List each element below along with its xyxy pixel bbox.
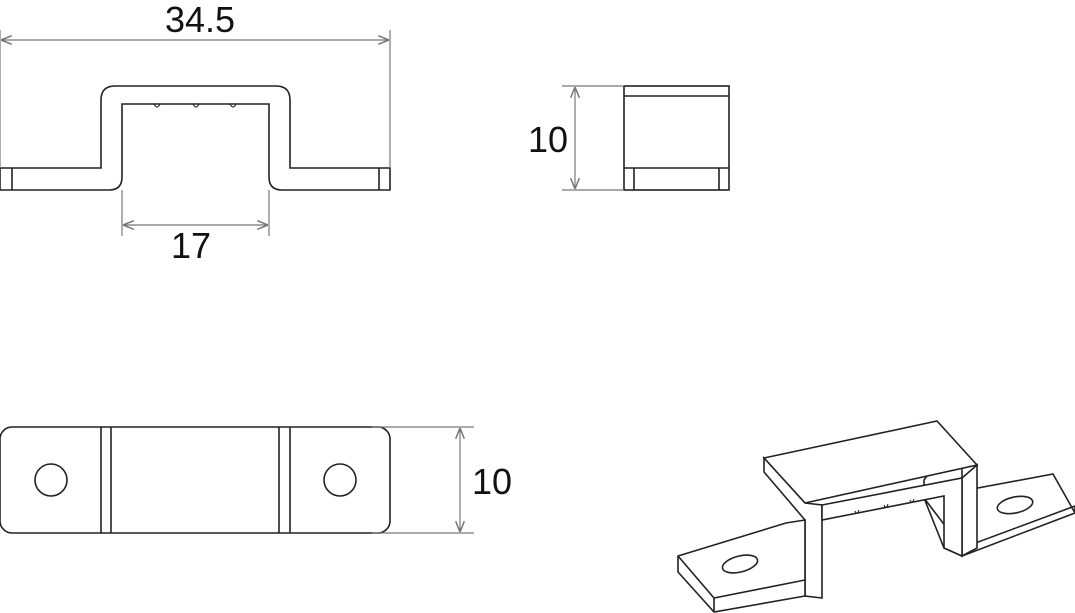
side-view: 10: [528, 85, 730, 191]
plan-view: 10: [0, 426, 512, 534]
mounting-hole-right: [323, 463, 357, 497]
front-leg-right: [961, 463, 978, 558]
overall-width-label: 34.5: [165, 0, 235, 40]
inner-ribs: [153, 103, 237, 108]
inner-channel: [821, 477, 963, 558]
plan-outline: [0, 426, 391, 534]
inner-width-label: 17: [171, 225, 211, 266]
iso-inner-ribs: [854, 498, 915, 514]
side-profile: [623, 85, 730, 191]
mounting-hole-left: [34, 463, 68, 497]
front-view: 34.5 17: [0, 0, 391, 266]
plan-width-label: 10: [472, 461, 512, 502]
right-foot-hole: [996, 495, 1034, 515]
isometric-view: [677, 420, 1075, 613]
side-height-label: 10: [528, 119, 568, 160]
bracket-profile: [0, 85, 391, 191]
front-face: [763, 455, 823, 599]
left-foot-hole: [721, 554, 759, 574]
